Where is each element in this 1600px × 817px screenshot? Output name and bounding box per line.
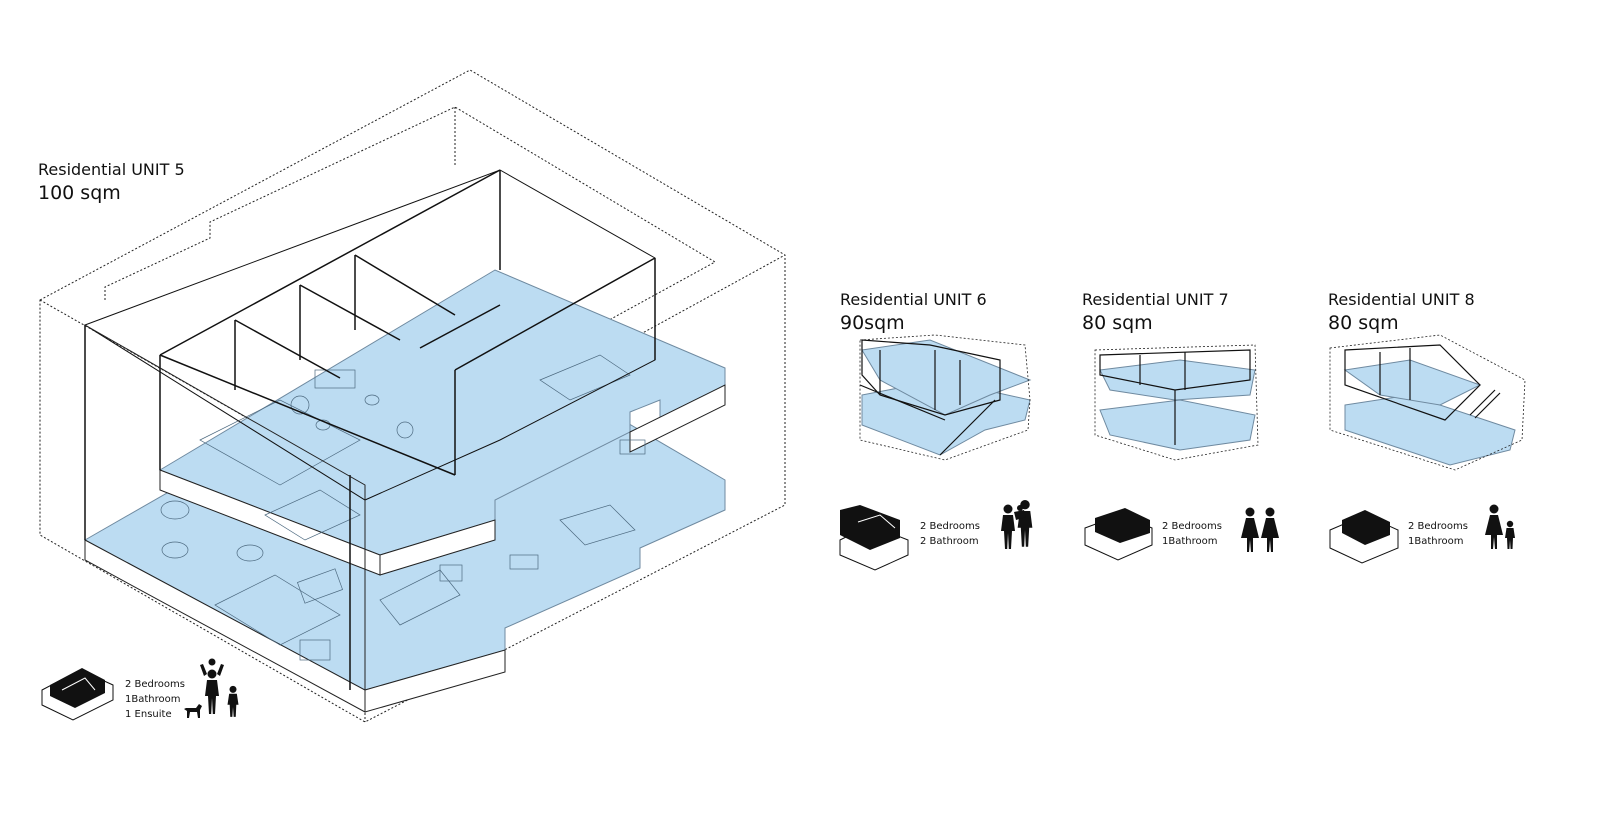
unit-5-specs: 2 Bedrooms 1Bathroom 1 Ensuite xyxy=(125,677,185,722)
unit-7-bathroom: 1Bathroom xyxy=(1162,536,1218,547)
unit-5-bedrooms: 2 Bedrooms xyxy=(125,679,185,690)
unit-6-area: 90sqm xyxy=(840,312,905,334)
unit-7-bedrooms: 2 Bedrooms xyxy=(1162,521,1222,532)
parents-with-child-icon xyxy=(1001,499,1033,549)
unit-6-axonometric xyxy=(859,334,1032,461)
unit-5-bathroom: 1Bathroom xyxy=(125,694,181,705)
unit-6-bedrooms: 2 Bedrooms xyxy=(920,521,980,532)
unit-6-title: Residential UNIT 6 xyxy=(840,290,987,309)
unit-7-massing-icon xyxy=(1084,508,1153,561)
unit-8-title: Residential UNIT 8 xyxy=(1328,290,1475,309)
unit-5-upper-floor xyxy=(158,269,726,576)
unit-8-area: 80 sqm xyxy=(1328,312,1399,334)
unit-5-area: 100 sqm xyxy=(38,182,121,204)
unit-7-title: Residential UNIT 7 xyxy=(1082,290,1229,309)
unit-5-title: Residential UNIT 5 xyxy=(38,160,185,179)
two-women-icon xyxy=(1241,507,1279,552)
unit-7-axonometric xyxy=(1094,344,1259,461)
unit-8-axonometric xyxy=(1329,334,1526,471)
unit-7-area: 80 sqm xyxy=(1082,312,1153,334)
unit-6-bathroom: 2 Bathroom xyxy=(920,536,979,547)
unit-8-specs: 2 Bedrooms 1Bathroom xyxy=(1408,519,1468,549)
family-with-dog-icon xyxy=(184,658,239,718)
unit-5-massing-icon xyxy=(41,668,114,721)
unit-6-massing-icon xyxy=(839,505,909,571)
unit-8-bathroom: 1Bathroom xyxy=(1408,536,1464,547)
unit-8-massing-icon xyxy=(1329,510,1399,564)
unit-7-specs: 2 Bedrooms 1Bathroom xyxy=(1162,519,1222,549)
unit-5-ensuite: 1 Ensuite xyxy=(125,709,172,720)
unit-8-bedrooms: 2 Bedrooms xyxy=(1408,521,1468,532)
unit-5-axonometric xyxy=(39,69,786,723)
mother-and-child-icon xyxy=(1485,504,1515,549)
unit-6-specs: 2 Bedrooms 2 Bathroom xyxy=(920,519,980,549)
